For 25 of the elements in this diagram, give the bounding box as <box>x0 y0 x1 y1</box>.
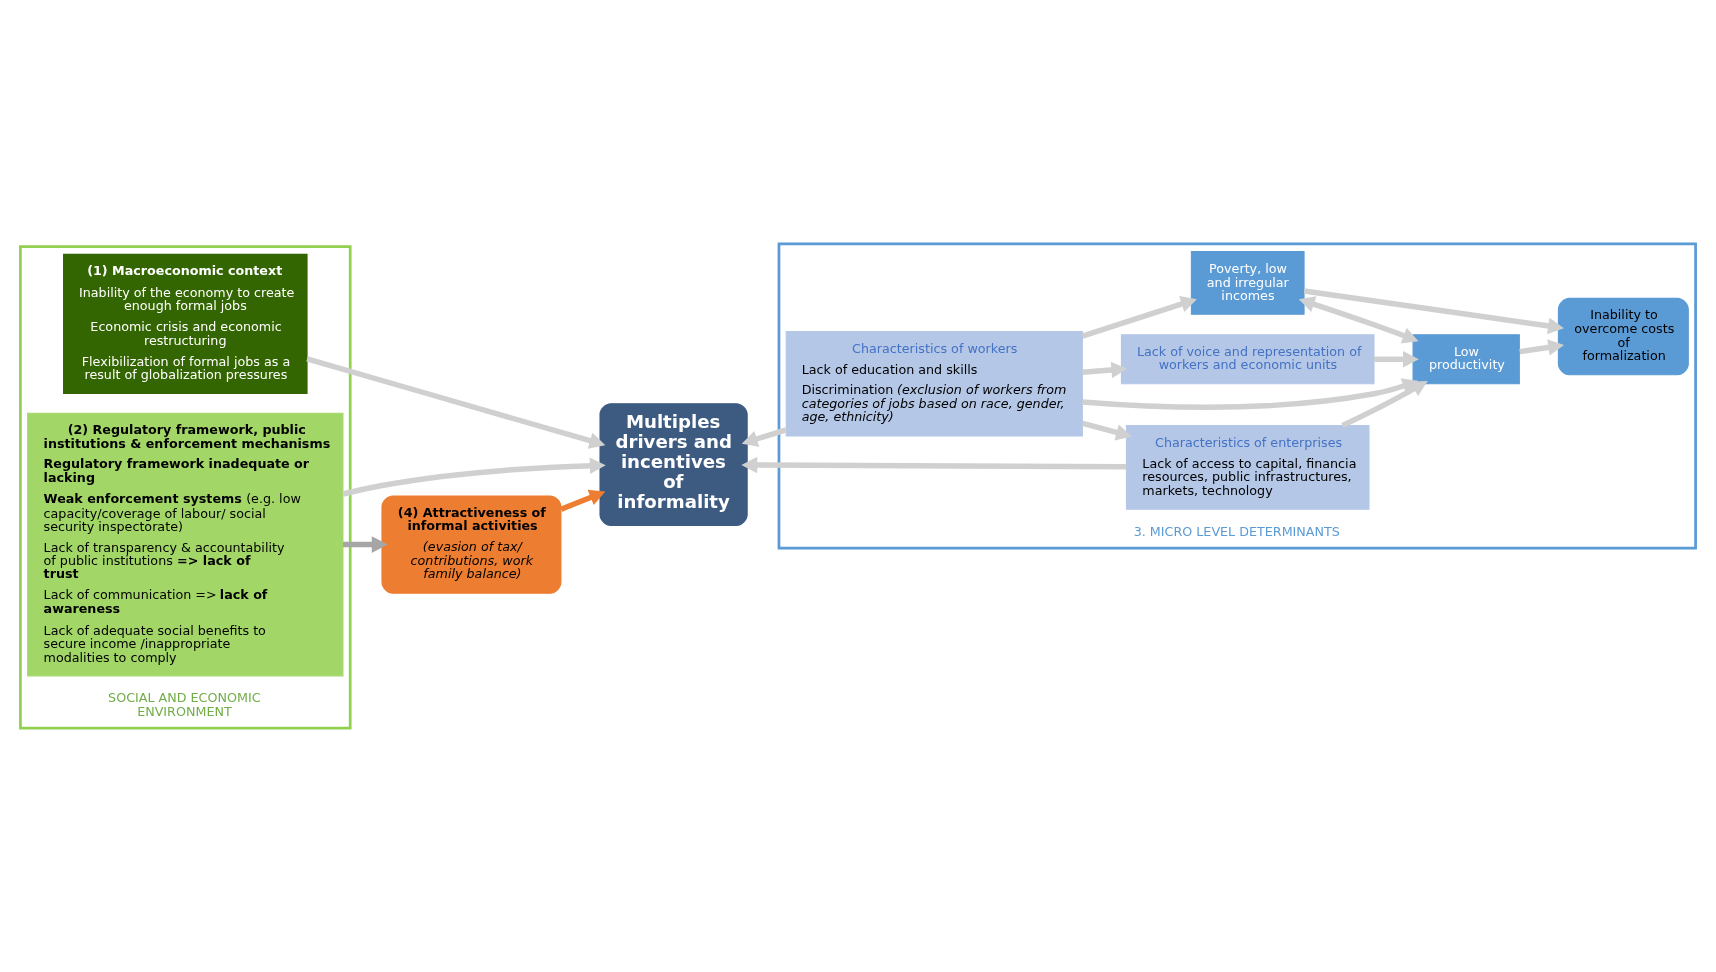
arrow <box>342 536 388 553</box>
node-box: Inability to overcome costs of formalization <box>1557 297 1689 376</box>
arrow <box>342 457 606 497</box>
node-box: Characteristics of workers Lack of education and skills Discrimination (exclusion of workers from categories of jobs based on race, gender, age, ethnicity) <box>785 331 1083 437</box>
arrow <box>1298 296 1419 344</box>
node-box: Multiples drivers and incentives of informality <box>599 403 748 527</box>
node-box: Characteristics of enterprises Lack of access to capital, financia resources, public infrastructures, markets, technology <box>1125 425 1370 510</box>
arrow <box>1374 350 1419 368</box>
node-box: (1) Macroeconomic context Inability of the economy to create enough formal jobs Economic crisis and economic restructuring Flexibilization of formal jobs as a result of globalization pressures <box>63 253 308 394</box>
arrow <box>1519 339 1565 356</box>
arrow <box>1082 361 1128 379</box>
node-box: (2) Regulatory framework, public institutions & enforcement mechanisms Regulatory framework inadequate or lacking Weak enforcement systems (e.g. low capacity/coverage of labour/ social security inspectorate) Lack of transparency & accountability of public institutions => lack of trust Lack of communication => lack of awareness Lack of adequate social benefits to secure income /inappropriate modalities to comply <box>27 412 344 677</box>
arrow <box>1081 420 1132 441</box>
arrow <box>1081 296 1197 339</box>
arrow <box>741 427 787 447</box>
arrow <box>1082 378 1419 410</box>
arrow <box>741 456 1127 474</box>
node-box: Low productivity <box>1412 334 1520 385</box>
node-box: Lack of voice and representation of workers and economic units <box>1120 334 1375 385</box>
arrow <box>560 489 606 512</box>
arrow <box>306 356 606 449</box>
arrow <box>1341 381 1428 428</box>
node-box: (4) Attractiveness of informal activities (evasion of tax/ contributions, work family balance) <box>381 495 562 594</box>
arrow <box>1303 288 1564 335</box>
node-box: Poverty, low and irregular incomes <box>1190 251 1305 315</box>
